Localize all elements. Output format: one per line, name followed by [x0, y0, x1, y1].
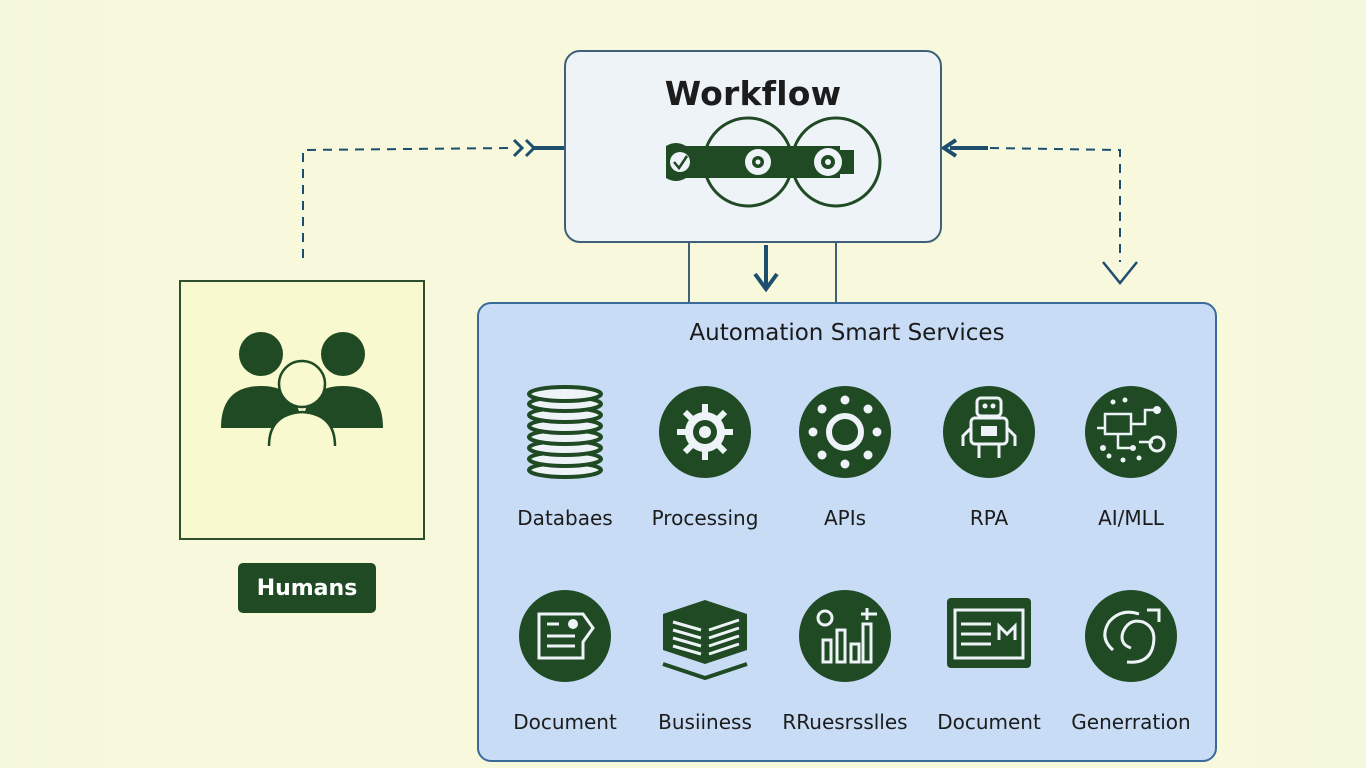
services-title: Automation Smart Services [689, 320, 1005, 346]
service-label: RRuesrsslles [782, 710, 908, 734]
humans-to-workflow-dashed-line [302, 147, 513, 258]
workflow-node: Workflow [564, 50, 942, 243]
service-processing: Processing [625, 384, 785, 530]
circuit-icon [1085, 386, 1177, 478]
service-label: Generration [1071, 710, 1191, 734]
service-label: Document [513, 710, 617, 734]
service-label: Busiiness [658, 710, 752, 734]
database-icon [527, 385, 603, 479]
humans-node [179, 280, 425, 540]
service-databases: Databaes [485, 384, 645, 530]
humans-label-badge: Humans [238, 563, 376, 613]
page-margin-left [0, 0, 150, 768]
api-ring-icon [799, 386, 891, 478]
service-apis: APIs [765, 384, 925, 530]
chevron-down-icon [1102, 261, 1138, 285]
service-label: AI/MLL [1098, 506, 1164, 530]
workflow-to-services-dashed-line [989, 147, 1121, 262]
service-ai-ml: AI/MLL [1051, 384, 1211, 530]
service-document: Document [485, 588, 645, 734]
service-label: RPA [969, 506, 1009, 530]
conveyor-gears-icon [666, 116, 882, 208]
automation-services-node: Automation Smart Services Databaes [477, 302, 1217, 762]
layers-icon [662, 600, 748, 681]
service-document-2: Document [909, 588, 1069, 734]
service-rpa: RPA [909, 384, 1069, 530]
screen-document-icon [947, 598, 1031, 668]
bar-chart-icon [799, 590, 891, 682]
arrow-down-icon [753, 245, 779, 293]
service-generation: Generration [1051, 588, 1211, 734]
page-margin-right [1216, 0, 1366, 768]
generation-icon [1085, 590, 1177, 682]
service-label: APIs [823, 506, 867, 530]
gear-icon [659, 386, 751, 478]
workflow-title: Workflow [664, 74, 842, 113]
service-rules: RRuesrsslles [765, 588, 925, 734]
service-label: Document [937, 710, 1041, 734]
people-group-icon [221, 332, 383, 447]
arrow-left-icon [940, 138, 988, 158]
service-business: Busiiness [625, 588, 785, 734]
robot-icon [943, 386, 1035, 478]
service-label: Processing [651, 506, 759, 530]
chevron-double-right-icon [512, 138, 537, 158]
document-icon [519, 590, 611, 682]
service-label: Databaes [517, 506, 613, 530]
